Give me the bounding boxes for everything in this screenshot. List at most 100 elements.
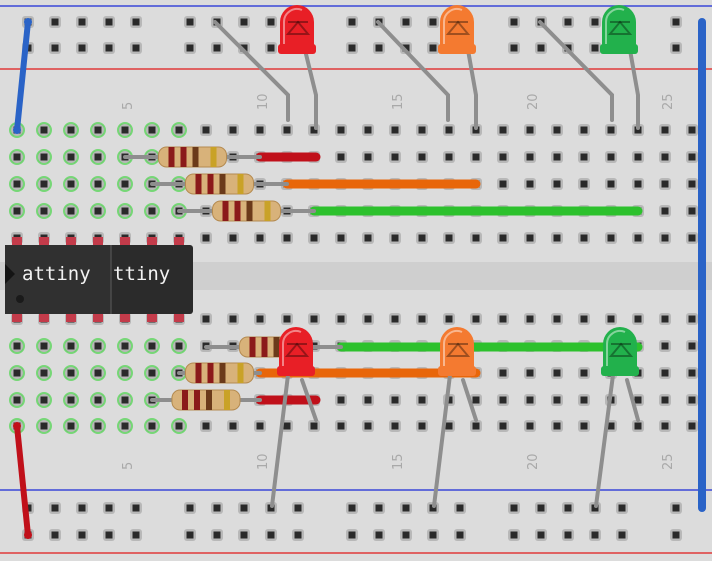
resistor[interactable] — [150, 389, 262, 411]
breadboard-hole[interactable] — [227, 420, 239, 432]
breadboard-hole[interactable] — [659, 313, 671, 325]
breadboard-hole[interactable] — [65, 394, 77, 406]
breadboard-hole[interactable] — [551, 420, 563, 432]
breadboard-hole[interactable] — [76, 42, 88, 54]
breadboard-hole[interactable] — [335, 124, 347, 136]
breadboard-hole[interactable] — [551, 394, 563, 406]
breadboard-hole[interactable] — [130, 16, 142, 28]
breadboard-hole[interactable] — [605, 232, 617, 244]
breadboard-hole[interactable] — [92, 124, 104, 136]
resistor[interactable] — [123, 146, 262, 168]
breadboard-hole[interactable] — [119, 367, 131, 379]
breadboard-hole[interactable] — [362, 124, 374, 136]
breadboard-hole[interactable] — [103, 16, 115, 28]
breadboard-hole[interactable] — [92, 151, 104, 163]
breadboard-hole[interactable] — [686, 394, 698, 406]
breadboard-hole[interactable] — [389, 313, 401, 325]
breadboard-hole[interactable] — [238, 502, 250, 514]
breadboard-hole[interactable] — [589, 16, 601, 28]
breadboard-hole[interactable] — [659, 151, 671, 163]
breadboard-hole[interactable] — [346, 42, 358, 54]
breadboard-hole[interactable] — [686, 420, 698, 432]
breadboard-hole[interactable] — [443, 124, 455, 136]
breadboard-hole[interactable] — [443, 313, 455, 325]
breadboard-hole[interactable] — [130, 42, 142, 54]
breadboard-hole[interactable] — [173, 420, 185, 432]
breadboard-hole[interactable] — [184, 529, 196, 541]
breadboard-hole[interactable] — [535, 502, 547, 514]
breadboard-hole[interactable] — [454, 529, 466, 541]
breadboard-hole[interactable] — [92, 367, 104, 379]
breadboard-hole[interactable] — [605, 178, 617, 190]
breadboard-hole[interactable] — [659, 205, 671, 217]
breadboard-hole[interactable] — [65, 340, 77, 352]
breadboard-hole[interactable] — [578, 420, 590, 432]
breadboard-hole[interactable] — [146, 340, 158, 352]
breadboard-hole[interactable] — [659, 232, 671, 244]
breadboard-hole[interactable] — [686, 313, 698, 325]
breadboard-hole[interactable] — [389, 151, 401, 163]
red-jumper-wire[interactable] — [14, 423, 31, 538]
breadboard-hole[interactable] — [659, 340, 671, 352]
breadboard-hole[interactable] — [65, 124, 77, 136]
breadboard-hole[interactable] — [551, 313, 563, 325]
breadboard-hole[interactable] — [265, 16, 277, 28]
breadboard-hole[interactable] — [670, 529, 682, 541]
breadboard-hole[interactable] — [470, 394, 482, 406]
breadboard-hole[interactable] — [335, 394, 347, 406]
breadboard-hole[interactable] — [254, 232, 266, 244]
breadboard-hole[interactable] — [49, 502, 61, 514]
breadboard-hole[interactable] — [200, 232, 212, 244]
breadboard-hole[interactable] — [38, 367, 50, 379]
breadboard-hole[interactable] — [173, 340, 185, 352]
breadboard-hole[interactable] — [427, 529, 439, 541]
breadboard-hole[interactable] — [416, 232, 428, 244]
breadboard-hole[interactable] — [497, 313, 509, 325]
breadboard-hole[interactable] — [686, 367, 698, 379]
led-green[interactable] — [601, 327, 639, 376]
breadboard-hole[interactable] — [92, 420, 104, 432]
breadboard-hole[interactable] — [562, 16, 574, 28]
led-orange[interactable] — [438, 5, 476, 54]
breadboard-hole[interactable] — [524, 420, 536, 432]
breadboard-hole[interactable] — [686, 232, 698, 244]
breadboard-hole[interactable] — [389, 124, 401, 136]
breadboard-hole[interactable] — [119, 394, 131, 406]
breadboard-hole[interactable] — [524, 232, 536, 244]
breadboard-hole[interactable] — [508, 529, 520, 541]
breadboard-hole[interactable] — [92, 340, 104, 352]
breadboard-hole[interactable] — [38, 151, 50, 163]
breadboard-hole[interactable] — [373, 529, 385, 541]
breadboard-hole[interactable] — [389, 232, 401, 244]
breadboard-hole[interactable] — [49, 16, 61, 28]
attiny-chip[interactable]: attiny ttiny — [5, 237, 193, 322]
breadboard-hole[interactable] — [578, 313, 590, 325]
breadboard-hole[interactable] — [308, 232, 320, 244]
breadboard-hole[interactable] — [38, 178, 50, 190]
breadboard-hole[interactable] — [659, 420, 671, 432]
breadboard-hole[interactable] — [65, 420, 77, 432]
breadboard-hole[interactable] — [416, 394, 428, 406]
breadboard-hole[interactable] — [454, 502, 466, 514]
resistor[interactable] — [177, 200, 316, 222]
breadboard-hole[interactable] — [346, 529, 358, 541]
breadboard-hole[interactable] — [130, 529, 142, 541]
breadboard-hole[interactable] — [227, 232, 239, 244]
breadboard-hole[interactable] — [578, 151, 590, 163]
breadboard-hole[interactable] — [470, 232, 482, 244]
breadboard-hole[interactable] — [130, 502, 142, 514]
breadboard-hole[interactable] — [308, 420, 320, 432]
breadboard-hole[interactable] — [686, 178, 698, 190]
breadboard-hole[interactable] — [146, 367, 158, 379]
breadboard-hole[interactable] — [470, 313, 482, 325]
breadboard-hole[interactable] — [11, 178, 23, 190]
breadboard-hole[interactable] — [184, 502, 196, 514]
breadboard-hole[interactable] — [362, 420, 374, 432]
breadboard-hole[interactable] — [578, 367, 590, 379]
breadboard-hole[interactable] — [400, 42, 412, 54]
breadboard-hole[interactable] — [335, 232, 347, 244]
breadboard-hole[interactable] — [65, 367, 77, 379]
breadboard-hole[interactable] — [497, 367, 509, 379]
breadboard-hole[interactable] — [362, 232, 374, 244]
breadboard-hole[interactable] — [11, 151, 23, 163]
